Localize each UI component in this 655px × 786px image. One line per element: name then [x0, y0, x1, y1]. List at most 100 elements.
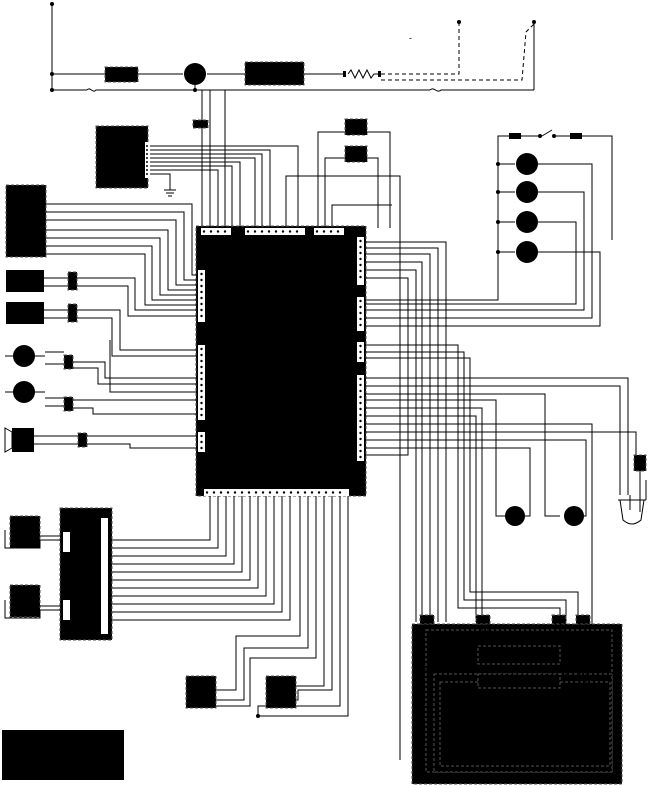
selector-switch-module [5, 184, 198, 306]
lamp-icon [564, 506, 584, 526]
motor-icon [364, 181, 585, 311]
connector-pin [200, 407, 203, 411]
connector-pin [359, 383, 362, 387]
connector-pin [359, 419, 362, 423]
connector-pin [200, 371, 203, 375]
connector-pin [359, 257, 362, 261]
connector-pin [200, 401, 203, 405]
thermal-protector-icon [104, 66, 139, 83]
relay-icon [4, 515, 63, 549]
connector-pin [200, 434, 203, 438]
connector-pin [331, 491, 335, 494]
sensor-module [95, 125, 299, 228]
connector-pin [359, 239, 362, 243]
connector-pin [200, 383, 203, 387]
connector-pin [200, 314, 203, 318]
connector-pin [216, 230, 220, 233]
connector-pin [329, 230, 333, 233]
heater-resistor-icon [343, 68, 381, 80]
connector-pin [359, 407, 362, 411]
connector-pin [338, 491, 342, 494]
connector-pin [296, 491, 300, 494]
connector-pin [359, 275, 362, 279]
connector-pin [200, 440, 203, 444]
connector-pin [359, 413, 362, 417]
connector-pin [200, 365, 203, 369]
connector-pin [359, 251, 362, 255]
connector-pin [303, 491, 307, 494]
bottom-harness [108, 496, 349, 717]
connector-pin [359, 431, 362, 435]
solenoid-icon [6, 302, 198, 357]
connector-pin [233, 491, 237, 494]
lamp-icon [505, 506, 525, 526]
control-board [195, 225, 367, 497]
door-switch-icon [244, 61, 305, 86]
fuse-icon [86, 88, 100, 92]
connector-pin [200, 377, 203, 381]
solenoid-icon [6, 270, 198, 317]
motor-icon [364, 241, 601, 327]
connector-pin [223, 230, 227, 233]
connector-pin [359, 401, 362, 405]
connector-pin [200, 302, 203, 306]
connector-pin [359, 323, 362, 327]
connector-pin [359, 389, 362, 393]
switch-icon [509, 129, 600, 139]
relay-icon [4, 584, 63, 619]
connector-pin [359, 311, 362, 315]
connector-pin [200, 359, 203, 363]
connector-pin [359, 305, 362, 309]
connector-pin [359, 356, 362, 360]
connector-pin [268, 491, 272, 494]
connector-pin [359, 449, 362, 453]
connector-pin [274, 230, 278, 233]
motor-icon [364, 211, 577, 305]
connector-pin [200, 290, 203, 294]
connector-pin [253, 230, 257, 233]
connector-pin [200, 395, 203, 399]
fan-icon [477, 645, 561, 665]
connector-pin [247, 491, 251, 494]
connector-pin [209, 230, 213, 233]
ground-icon [164, 189, 176, 197]
connector-pin [261, 491, 265, 494]
connector-pin [240, 491, 244, 494]
connector-pin [226, 491, 230, 494]
connector-pin [275, 491, 279, 494]
oven-cavity [411, 614, 623, 785]
connector-pin [324, 491, 328, 494]
valve-icon [184, 63, 206, 92]
fan-icon [477, 673, 561, 689]
connector-pin [359, 245, 362, 249]
door-latch-switch-icon [256, 675, 297, 718]
connector-pin [359, 269, 362, 273]
connector-pin [200, 308, 203, 312]
keypad-module [59, 507, 113, 641]
connector-pin [289, 491, 293, 494]
connector-pin [219, 491, 223, 494]
switch-contact-icon [27, 209, 37, 249]
connector-pin [359, 263, 362, 267]
door-latch-switch-icon [185, 675, 217, 709]
connector-pin [359, 437, 362, 441]
connector-pin [246, 230, 250, 233]
connector-pin [200, 353, 203, 357]
legend-box [2, 730, 124, 780]
connector-pin [315, 230, 319, 233]
connector-pin [295, 230, 299, 233]
door-switches [285, 118, 401, 760]
connector-pin [212, 491, 216, 494]
connector-pin [202, 230, 206, 233]
connector-pin [336, 230, 340, 233]
connector-pin [281, 230, 285, 233]
connector-pin [359, 455, 362, 459]
connector-pin [310, 491, 314, 494]
connector-pin [200, 413, 203, 417]
connector-pin [359, 299, 362, 303]
motor-icon [5, 345, 198, 385]
connector-pin [359, 395, 362, 399]
connector-pin [200, 446, 203, 450]
motor-icon [5, 340, 198, 415]
